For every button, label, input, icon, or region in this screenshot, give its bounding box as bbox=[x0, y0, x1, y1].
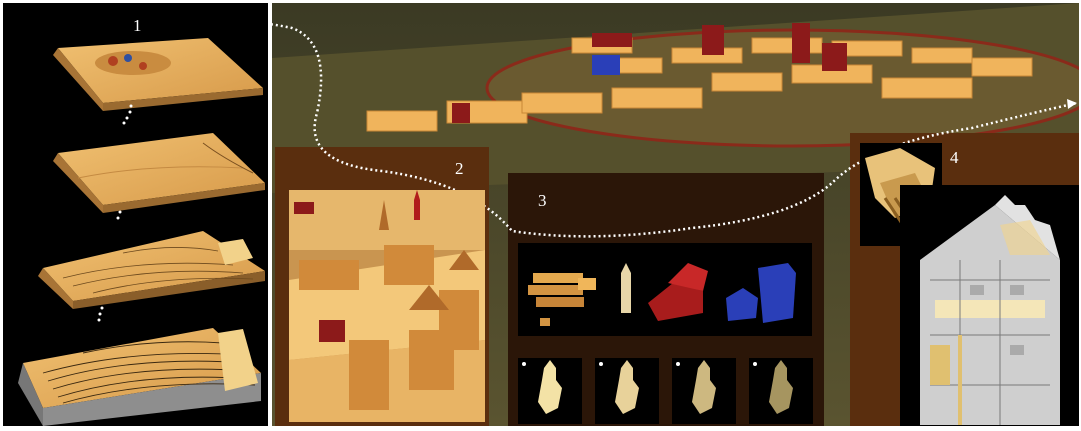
timber-stack-model bbox=[528, 273, 596, 326]
terrain-layer-2 bbox=[53, 133, 265, 213]
street-view-image bbox=[289, 190, 485, 422]
terrain-layer-4 bbox=[18, 328, 261, 426]
terrain-layers-panel: 1 bbox=[3, 3, 268, 426]
terrain-layers-illustration bbox=[3, 3, 268, 426]
tower-model bbox=[621, 263, 631, 313]
terrain-layer-1 bbox=[53, 38, 263, 111]
blue-building bbox=[592, 55, 620, 75]
red-house bbox=[319, 320, 345, 342]
house-render-3 bbox=[672, 358, 736, 424]
timber-frame-building-image bbox=[900, 185, 1079, 426]
building-models-strip bbox=[518, 243, 812, 336]
city-model-scene: 2 3 4 bbox=[272, 3, 1079, 426]
house-render-row bbox=[518, 358, 818, 424]
step-label-4: 4 bbox=[950, 148, 959, 168]
house-render-1 bbox=[518, 358, 582, 424]
house-render-4 bbox=[749, 358, 813, 424]
house-render-2 bbox=[595, 358, 659, 424]
blue-house-models bbox=[726, 263, 796, 323]
step-label-1: 1 bbox=[133, 16, 142, 36]
step-label-3: 3 bbox=[538, 191, 547, 211]
step-label-2: 2 bbox=[455, 159, 464, 179]
terrain-layer-3 bbox=[38, 231, 265, 309]
red-church-model bbox=[648, 263, 708, 321]
